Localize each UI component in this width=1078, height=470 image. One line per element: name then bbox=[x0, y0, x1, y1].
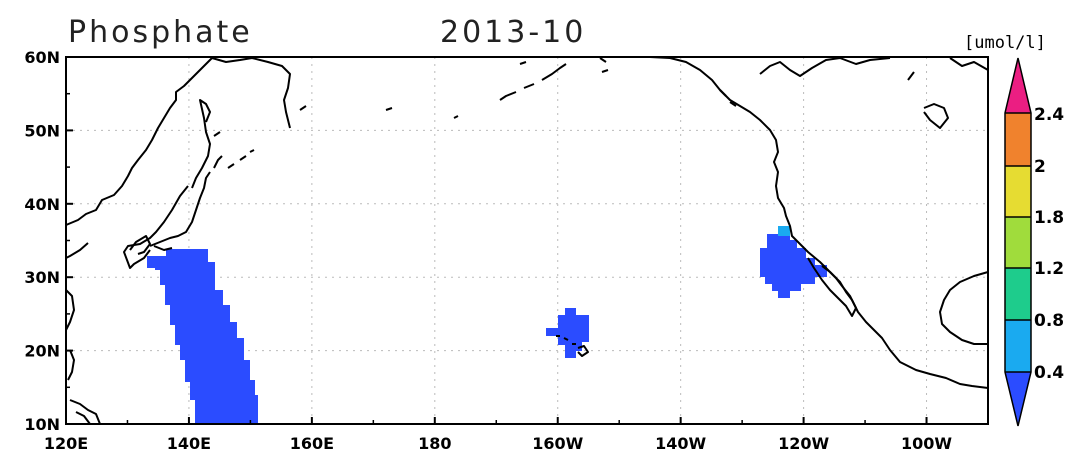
coastline-philippines bbox=[67, 349, 101, 425]
x-tick-label: 140W bbox=[655, 434, 706, 453]
colorbar: 2.4 2 1.8 1.2 0.8 0.4 bbox=[1004, 57, 1064, 427]
data-region-hawaii bbox=[546, 308, 589, 358]
coastline-north-america bbox=[649, 56, 989, 389]
colorbar-units: [umol/l] bbox=[964, 33, 1046, 53]
x-tick-label: 180 bbox=[418, 434, 451, 453]
colorbar-segment-over bbox=[1005, 58, 1031, 113]
x-tick-label: 160W bbox=[532, 434, 583, 453]
map-title-date: 2013-10 bbox=[440, 15, 586, 50]
map-title-variable: Phosphate bbox=[68, 15, 253, 50]
x-axis: 120E 140E 160E 180 160W 140W 120W 100W bbox=[44, 417, 952, 453]
x-tick-label: 100W bbox=[901, 434, 952, 453]
colorbar-segment-5 bbox=[1005, 113, 1031, 166]
colorbar-label-0.8: 0.8 bbox=[1034, 311, 1064, 331]
coastline-kamchatka bbox=[211, 57, 307, 129]
colorbar-label-2: 2 bbox=[1034, 157, 1046, 177]
coastline-gulf bbox=[939, 271, 989, 345]
coastline-asia bbox=[65, 57, 213, 331]
data-layer bbox=[147, 226, 827, 424]
colorbar-segment-4 bbox=[1005, 166, 1031, 217]
colorbar-segment-3 bbox=[1005, 217, 1031, 268]
colorbar-label-1.2: 1.2 bbox=[1034, 259, 1064, 279]
data-region-california bbox=[760, 234, 827, 298]
colorbar-label-0.4: 0.4 bbox=[1034, 363, 1064, 383]
map-plot-area bbox=[65, 56, 989, 425]
x-tick-label: 120E bbox=[44, 434, 88, 453]
coastline-hawaii bbox=[556, 335, 589, 357]
data-region-west-pacific bbox=[147, 249, 258, 424]
data-cell-norcal bbox=[778, 226, 790, 236]
coastline-japan bbox=[149, 99, 223, 251]
colorbar-label-1.8: 1.8 bbox=[1034, 208, 1064, 228]
gridlines bbox=[66, 57, 988, 424]
coastline-aleutians bbox=[385, 57, 609, 119]
y-tick-label: 50N bbox=[24, 121, 60, 140]
y-tick-label: 20N bbox=[24, 342, 60, 361]
x-tick-label: 120W bbox=[778, 434, 829, 453]
y-axis: 10N 20N 30N 40N 50N 60N bbox=[24, 48, 73, 434]
colorbar-segment-under bbox=[1005, 372, 1031, 426]
x-tick-label: 160E bbox=[290, 434, 334, 453]
x-tick-label: 140E bbox=[167, 434, 211, 453]
colorbar-segment-2 bbox=[1005, 268, 1031, 320]
coastline-korea bbox=[129, 235, 151, 255]
colorbar-label-2.4: 2.4 bbox=[1034, 105, 1064, 125]
y-tick-label: 60N bbox=[24, 48, 60, 67]
colorbar-segment-1 bbox=[1005, 320, 1031, 372]
y-tick-label: 10N bbox=[24, 415, 60, 434]
coastline-baja bbox=[807, 257, 857, 317]
coastline-kurils bbox=[213, 131, 255, 169]
y-tick-label: 30N bbox=[24, 268, 60, 287]
coastline-canada bbox=[719, 57, 989, 129]
y-tick-label: 40N bbox=[24, 195, 60, 214]
coastlines bbox=[65, 56, 989, 425]
